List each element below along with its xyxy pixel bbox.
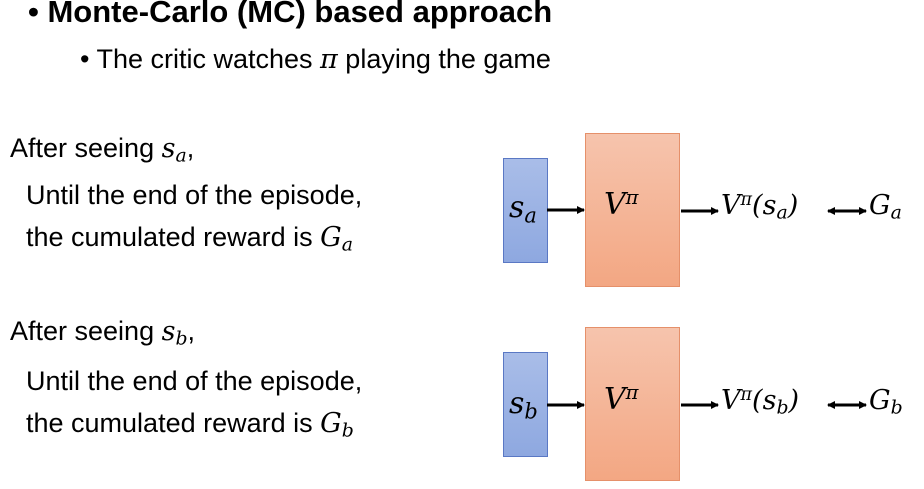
case-a-line1: Until the end of the episode, xyxy=(26,180,363,210)
case-b-lead-var: s xyxy=(161,316,176,347)
case-a-input-label: sa xyxy=(509,190,537,228)
case-b-critic-label: Vπ xyxy=(604,381,639,417)
case-a-lead-suffix: , xyxy=(186,133,195,163)
case-b-lead-sub: b xyxy=(175,327,188,350)
case-a-line2-var: G xyxy=(320,222,342,253)
title-text: Monte-Carlo (MC) based approach xyxy=(47,0,553,29)
case-a-critic-label: Vπ xyxy=(604,186,639,222)
subtitle-bullet: • xyxy=(80,44,90,74)
case-b-lead: After seeing sb, xyxy=(10,316,195,350)
case-a-input-box xyxy=(503,158,548,263)
case-a-line2: the cumulated reward is Ga xyxy=(26,222,353,256)
subtitle-prefix: The critic watches xyxy=(96,44,321,74)
subtitle-pi: π xyxy=(320,44,338,75)
slide-subtitle: • The critic watches π playing the game xyxy=(80,44,551,75)
case-a-critic-box xyxy=(585,133,680,287)
case-a-output-value: Vπ(sa) xyxy=(721,190,799,224)
case-a-target: Ga xyxy=(869,190,902,224)
case-a-lead: After seeing sa, xyxy=(10,133,194,167)
case-a-line2-sub: a xyxy=(341,233,353,256)
case-a-line2-prefix: the cumulated reward is xyxy=(26,222,321,252)
case-b-critic-box xyxy=(585,327,680,481)
case-a-lead-prefix: After seeing xyxy=(10,133,162,163)
subtitle-suffix: playing the game xyxy=(337,44,551,74)
case-b-line2: the cumulated reward is Gb xyxy=(26,408,354,442)
case-b-lead-prefix: After seeing xyxy=(10,316,162,346)
case-b-lead-suffix: , xyxy=(187,316,196,346)
case-b-input-box xyxy=(503,352,548,457)
case-b-output-value: Vπ(sb) xyxy=(721,385,800,419)
case-a-lead-sub: a xyxy=(175,144,187,167)
case-b-line1: Until the end of the episode, xyxy=(26,366,363,396)
slide-title: • Monte-Carlo (MC) based approach xyxy=(28,0,552,30)
case-b-line2-sub: b xyxy=(341,419,354,442)
title-bullet: • xyxy=(28,0,39,29)
case-b-input-label: sb xyxy=(509,386,538,424)
case-a-lead-var: s xyxy=(161,133,176,164)
case-b-line2-prefix: the cumulated reward is xyxy=(26,408,321,438)
case-b-target: Gb xyxy=(869,385,903,419)
case-b-line2-var: G xyxy=(320,408,342,439)
